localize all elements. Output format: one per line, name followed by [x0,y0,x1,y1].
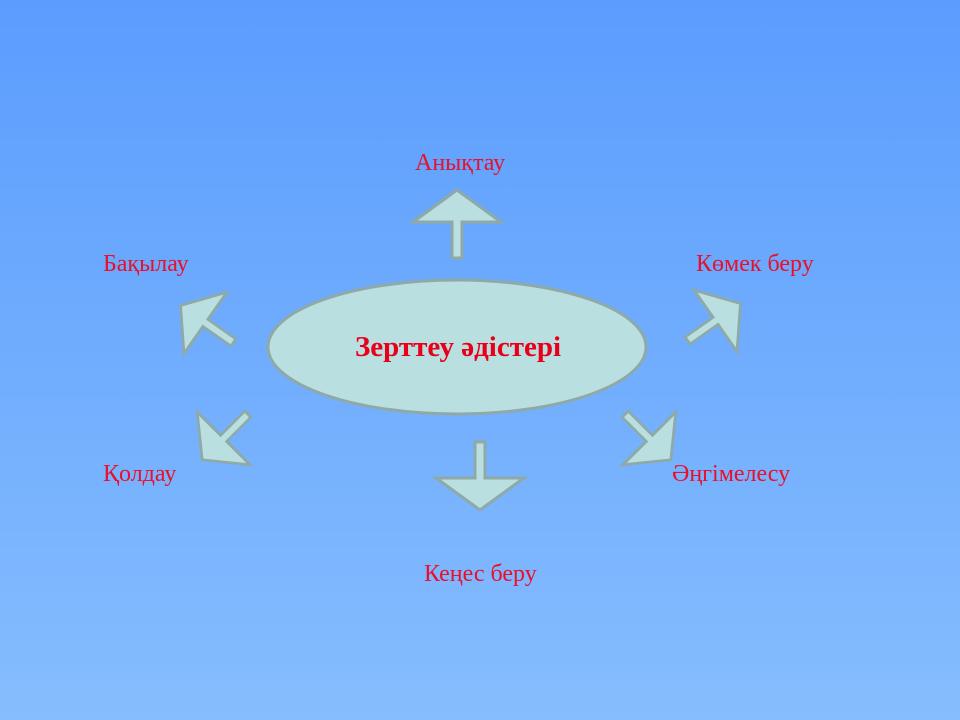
arrow-up-right-icon [664,271,764,373]
center-ellipse [266,278,648,416]
branch-label-anyqtau: Анықтау [415,150,506,176]
arrow-down-icon [434,440,526,512]
branch-label-komek-beru: Көмек беру [696,251,814,277]
branch-label-qoldau: Қолдау [103,461,177,487]
arrow-up-left-icon [157,273,257,375]
branch-label-baqylau: Бақылау [103,251,189,277]
branch-label-kenes-beru: Кеңес беру [424,561,537,587]
arrow-down-left-icon [174,386,276,488]
arrow-up-icon [411,188,503,260]
center-label: Зерттеу әдістері [354,330,562,363]
branch-label-angimelesu: Әңгімелесу [672,461,791,487]
